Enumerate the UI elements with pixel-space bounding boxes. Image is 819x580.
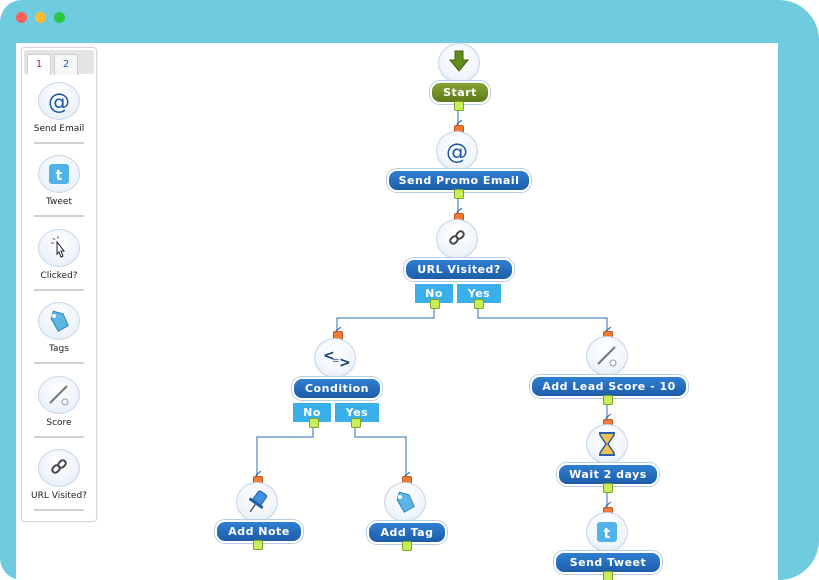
output-pin[interactable] [603,483,613,493]
wire-yes-to-tag [354,425,406,476]
output-pin-yes[interactable] [474,299,484,309]
condition-icon: <=> [314,338,356,378]
palette-item-label: Score [46,418,72,428]
output-pin[interactable] [402,541,412,551]
output-pin-yes[interactable] [351,418,361,428]
svg-text:=: = [332,356,340,366]
output-pin[interactable] [253,540,263,550]
palette-item-label: Tags [49,344,69,354]
score-icon [38,376,80,414]
palette-item-label: Tweet [46,197,72,207]
palette-item-send-email[interactable]: @ Send Email [22,82,96,152]
svg-text:@: @ [446,140,468,165]
divider [34,362,84,364]
maximize-window-button[interactable] [54,12,65,23]
score-icon [586,336,628,376]
wire-no-to-note [257,425,314,475]
wire-no-to-condition [337,306,435,331]
output-pin-no[interactable] [430,299,440,309]
divider [34,142,84,144]
node-label[interactable]: Send Tweet [554,551,662,574]
twitter-icon: t [38,155,80,193]
palette-tab-2[interactable]: 2 [54,54,78,75]
node-label[interactable]: Condition [292,377,382,400]
branch-yes[interactable]: Yes [457,284,501,303]
tag-icon [38,302,80,340]
link-icon [436,219,478,259]
twitter-icon: t [586,512,628,552]
branch-yes[interactable]: Yes [335,403,379,422]
svg-text:<: < [323,348,335,364]
palette-item-url-visited[interactable]: URL Visited? [22,449,96,519]
svg-text:>: > [339,355,351,371]
node-label[interactable]: Add Tag [367,521,447,544]
close-window-button[interactable] [16,12,27,23]
branch-no[interactable]: No [293,403,331,422]
click-icon [38,229,80,267]
palette-item-score[interactable]: Score [22,376,96,446]
palette-item-label: Clicked? [40,271,78,281]
svg-text:t: t [604,526,611,542]
palette-item-clicked[interactable]: Clicked? [22,229,96,299]
output-pin[interactable] [454,101,464,111]
output-pin[interactable] [603,571,613,580]
output-pin[interactable] [603,395,613,405]
output-pin-no[interactable] [309,418,319,428]
divider [34,509,84,511]
palette-item-label: Send Email [33,124,85,134]
at-icon: @ [436,131,478,171]
node-label[interactable]: URL Visited? [404,258,514,281]
divider [34,215,84,217]
svg-text:t: t [56,168,63,184]
divider [34,436,84,438]
branch-no[interactable]: No [415,284,453,303]
svg-text:@: @ [48,90,70,115]
hourglass-icon [586,424,628,464]
at-icon: @ [38,82,80,120]
tag-icon [384,482,426,522]
wire-yes-to-score [477,306,607,331]
palette-tabs: 1 2 [24,50,94,75]
arrow-down-icon [438,43,480,83]
pin-icon [236,482,278,522]
minimize-window-button[interactable] [35,12,46,23]
palette-item-label: URL Visited? [31,491,87,501]
palette-item-tags[interactable]: Tags [22,302,96,372]
divider [34,289,84,291]
link-icon [38,449,80,487]
node-palette: 1 2 @ Send Email t Tweet Clicke [21,47,97,522]
palette-item-tweet[interactable]: t Tweet [22,155,96,225]
palette-tab-1[interactable]: 1 [27,54,51,75]
output-pin[interactable] [454,189,464,199]
